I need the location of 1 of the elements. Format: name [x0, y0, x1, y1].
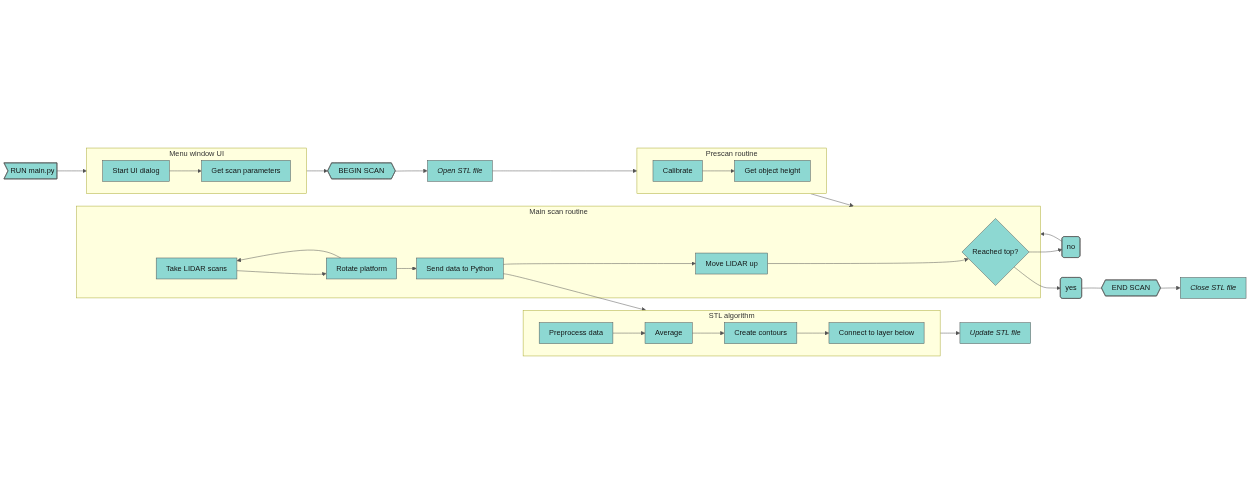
connector — [1081, 287, 1102, 289]
